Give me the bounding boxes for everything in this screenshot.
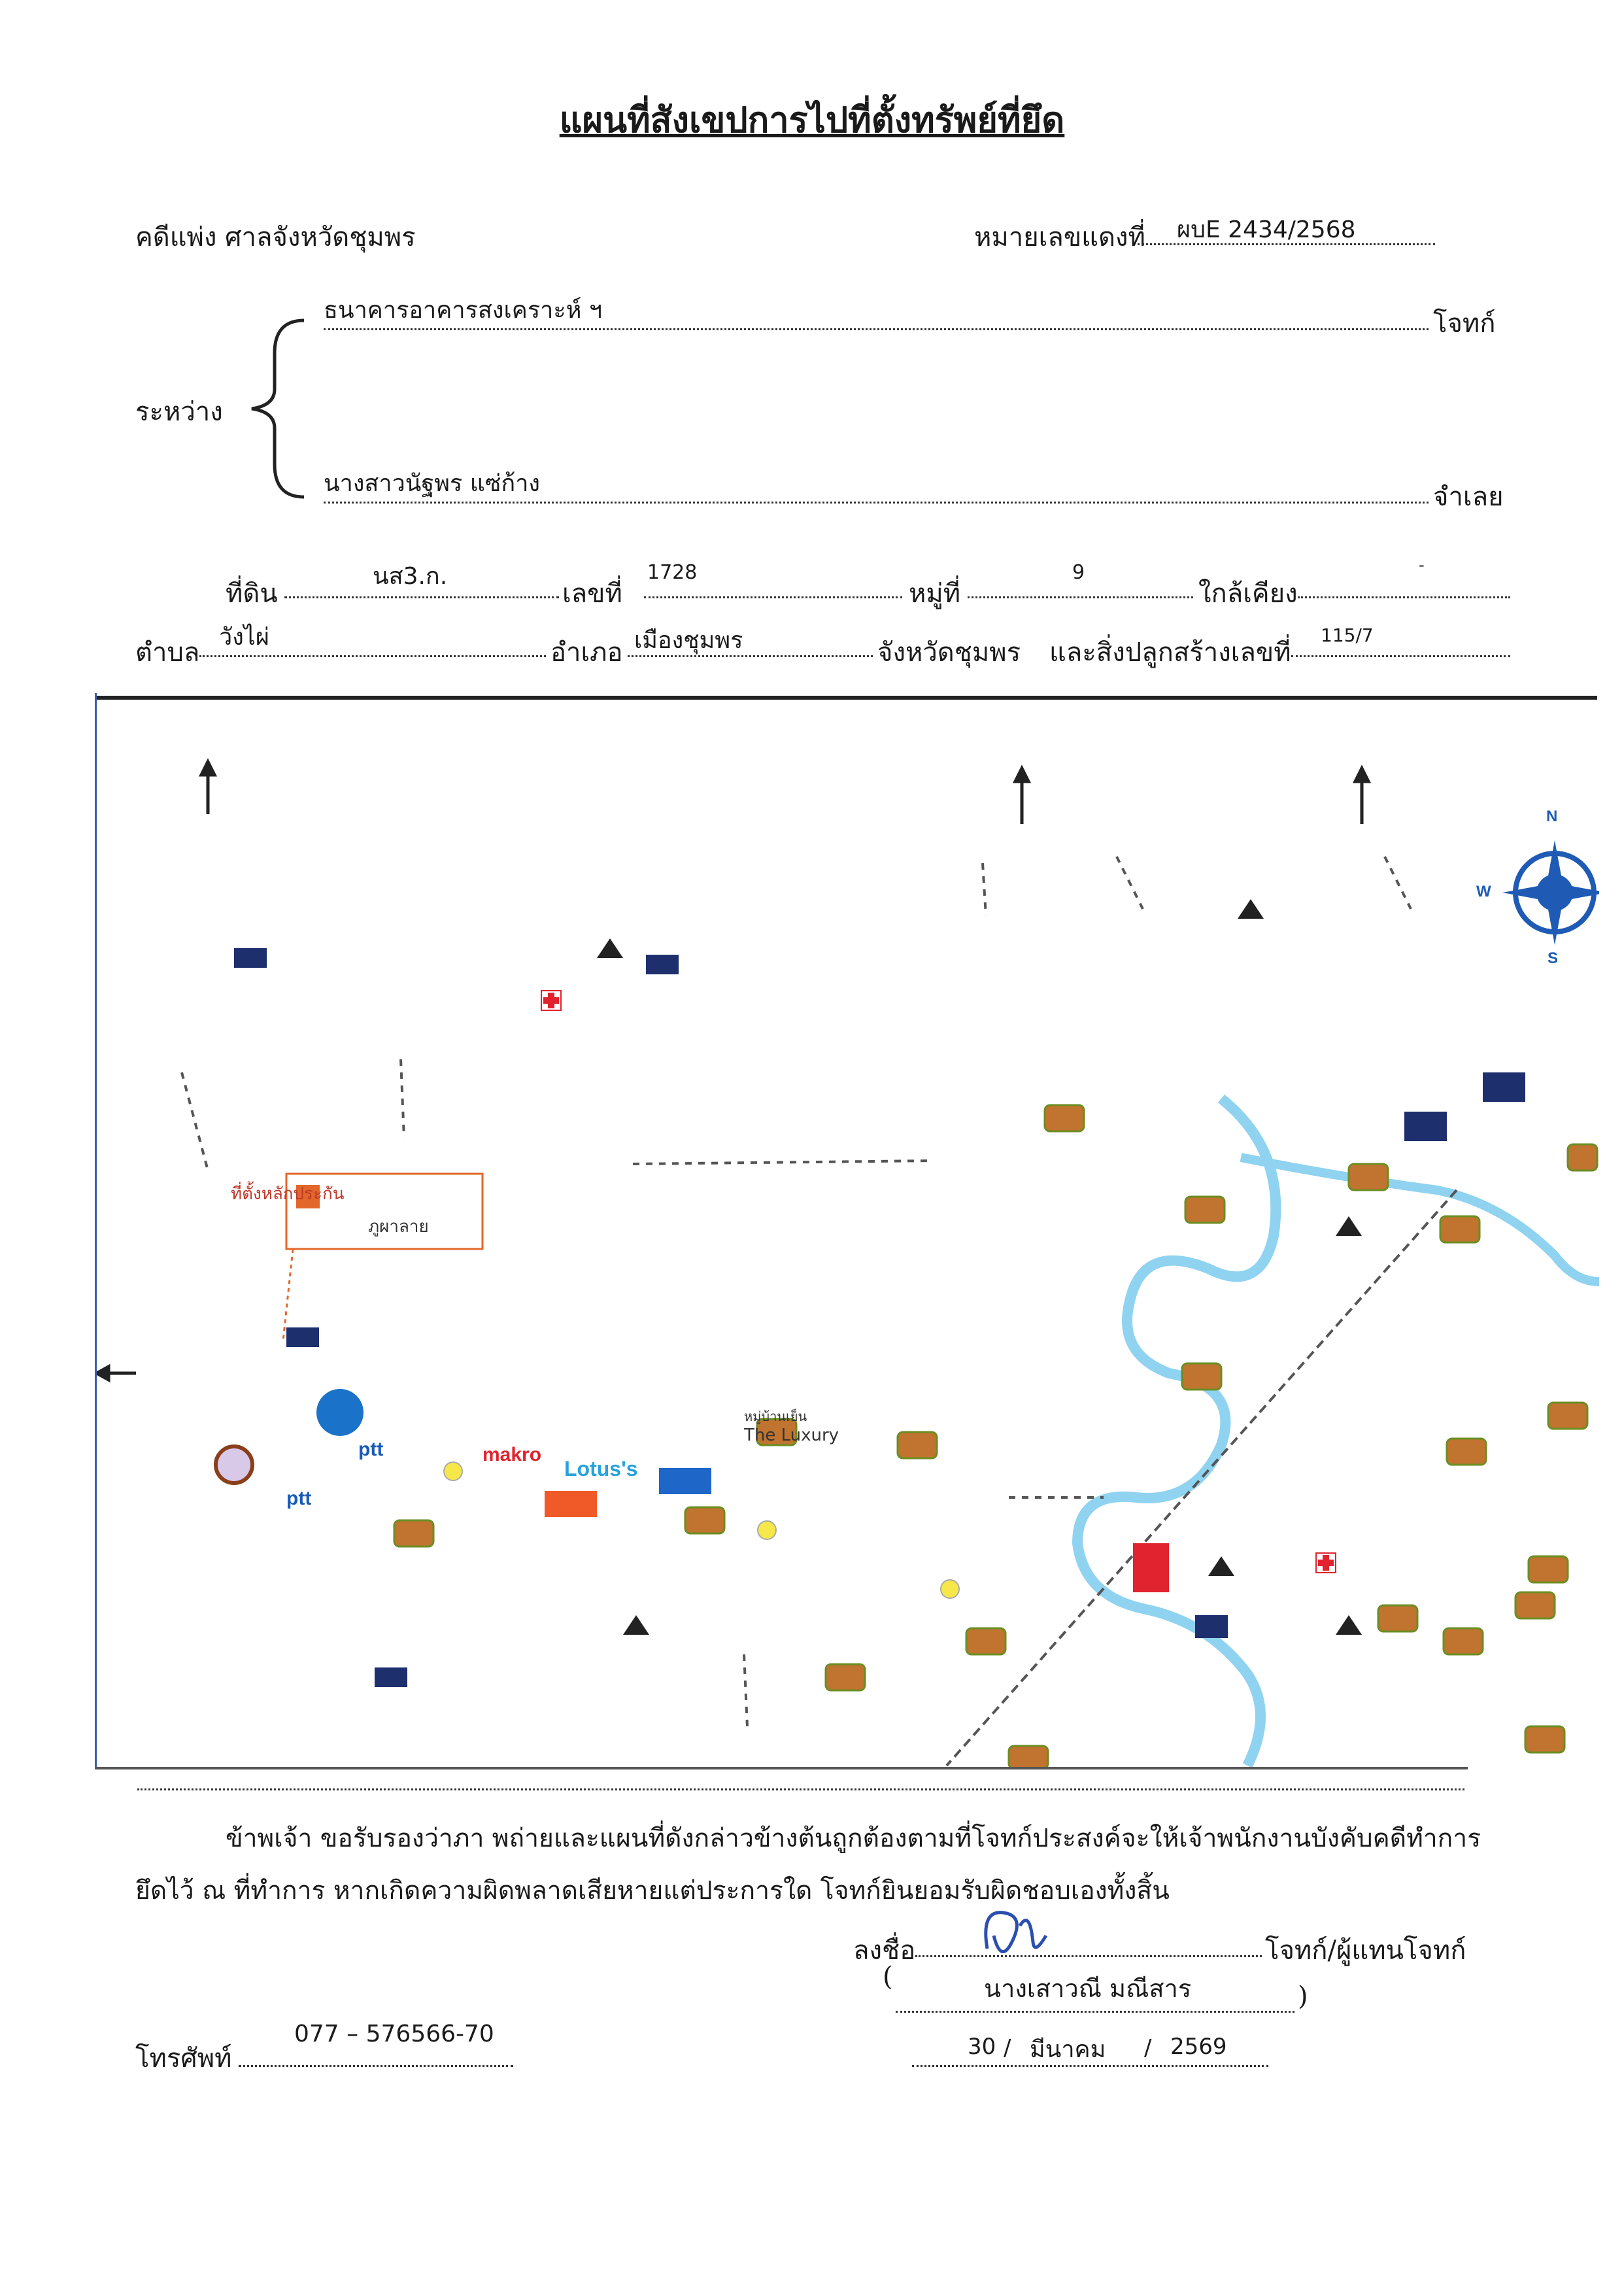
- date-sep-1: /: [1004, 2035, 1011, 2061]
- temple-icons: [597, 899, 1362, 1635]
- tambon-dots: [199, 655, 546, 657]
- amphoe-value: เมืองชุมพร: [634, 627, 743, 654]
- name-close-paren: ): [1298, 1981, 1308, 2011]
- amphoe-dots: [628, 655, 873, 657]
- property-pin-sublabel: ภูผาลาย: [368, 1217, 429, 1237]
- road-diagonal: [945, 1189, 1458, 1767]
- phone-value: 077 – 576566-70: [294, 2021, 494, 2047]
- tambon-label: ตำบล: [135, 638, 200, 668]
- building-dots: [1291, 655, 1510, 657]
- river-line: [1072, 1094, 1281, 1768]
- moo-dots: [968, 596, 1193, 598]
- date-dots: [912, 2065, 1268, 2067]
- place-the-luxury-th: หมู่บ้านเย็น: [744, 1409, 807, 1424]
- date-day: 30: [968, 2034, 996, 2060]
- date-month: มีนาคม: [1030, 2036, 1106, 2063]
- number-dots: [644, 596, 902, 598]
- map-canvas: [97, 758, 1599, 1769]
- map-bottom-dots: [137, 1788, 1464, 1790]
- red-number-dots: [1138, 243, 1435, 245]
- property-pin-label: ที่ตั้งหลักประกัน: [231, 1184, 345, 1204]
- makro-logo: makro: [482, 1444, 542, 1465]
- statement-line1: ข้าพเจ้า ขอรับรองว่าภา พถ่ายและแผนที่ดัง…: [226, 1824, 1481, 1853]
- near-dots: [1298, 596, 1510, 598]
- red-number-label: หมายเลขแดงที่: [974, 222, 1145, 252]
- statement-line2: ยึดไว้ ณ ที่ทำการ หากเกิดความผิดพลาดเสีย…: [135, 1876, 1170, 1905]
- land-label: ที่ดิน: [226, 579, 278, 609]
- phone-dots: [239, 2065, 513, 2067]
- road-south: [743, 1654, 749, 1727]
- between-label: ระหว่าง: [135, 397, 223, 427]
- compass-s-label: S: [1548, 949, 1559, 967]
- property-pin-leader: [282, 1248, 294, 1341]
- road-middle: [632, 1159, 934, 1165]
- ptt-logo-1: ptt: [358, 1439, 384, 1460]
- sign-role: โจทก์/ผู้แทนโจทก์: [1265, 1936, 1466, 1966]
- plaintiff-label: โจทก์: [1433, 309, 1496, 339]
- phone-label: โทรศัพท์: [135, 2043, 232, 2074]
- number-value: 1728: [647, 561, 698, 584]
- road-ne2: [1383, 856, 1412, 910]
- red-number-value: ผบE 2434/2568: [1177, 216, 1356, 243]
- place-the-luxury-en: The Luxury: [744, 1426, 839, 1445]
- land-type-value: นส3.ก.: [373, 563, 448, 590]
- moo-value: 9: [1072, 561, 1085, 584]
- near-label: ใกล้เคียง: [1198, 579, 1298, 609]
- poi-icons: [214, 948, 1525, 1687]
- signer-name: นางเสาวณี มณีสาร: [984, 1974, 1192, 2003]
- road-north: [981, 863, 987, 916]
- building-label: และสิ่งปลูกสร้างเลขที่: [1049, 638, 1291, 668]
- defendant-label: จำเลย: [1433, 482, 1504, 512]
- map-area: ที่ตั้งหลักประกัน ภูผาลาย หมู่บ้านเย็น T…: [95, 693, 1599, 1769]
- road-ne: [1115, 856, 1144, 910]
- compass-w-label: W: [1476, 883, 1491, 900]
- moo-label: หมู่ที่: [909, 579, 961, 609]
- date-year: 2569: [1170, 2034, 1227, 2060]
- case-label: คดีแพ่ง ศาลจังหวัดชุมพร: [135, 222, 416, 252]
- province-label: จังหวัดชุมพร: [877, 638, 1021, 668]
- name-open-paren: (: [883, 1962, 893, 1992]
- map-bottom-border: [95, 1767, 1468, 1769]
- defendant-dots: [324, 502, 1429, 504]
- near-value: -: [1419, 556, 1425, 574]
- river-branch: [1240, 1153, 1599, 1286]
- amphoe-label: อำเภอ: [550, 638, 623, 668]
- road-west: [180, 1072, 209, 1171]
- building-value: 115/7: [1321, 624, 1374, 646]
- village-icons: [393, 1104, 1599, 1769]
- name-dots: [896, 2011, 1294, 2013]
- sign-label: ลงชื่อ: [853, 1936, 916, 1966]
- plaintiff-dots: [324, 328, 1429, 330]
- land-type-dots: [284, 596, 559, 598]
- number-label: เลขที่: [562, 579, 622, 609]
- compass-n-label: N: [1546, 808, 1558, 825]
- date-sep-2: /: [1144, 2035, 1152, 2061]
- plaintiff-value: ธนาคารอาคารสงเคราะห์ ฯ: [324, 297, 603, 324]
- compass-icon: [1502, 840, 1599, 945]
- ptt-logo-2: ptt: [286, 1488, 312, 1509]
- brace-icon: [251, 318, 305, 499]
- signature-mark: [984, 1911, 1048, 1954]
- lotus-logo: Lotus's: [564, 1457, 638, 1480]
- document-title: แผนที่สังเขปการไปที่ตั้งทรัพย์ที่ยึด: [559, 99, 1065, 141]
- north-arrow-icon: [97, 758, 1372, 1383]
- map-top-border: [95, 696, 1597, 700]
- property-pin-icon: [296, 1185, 320, 1208]
- road-nw: [399, 1059, 405, 1138]
- defendant-value: นางสาวนัฐพร แซ่ก้าง: [324, 470, 541, 497]
- tambon-value: วังไผ่: [219, 624, 269, 651]
- sign-dots: [915, 1955, 1262, 1957]
